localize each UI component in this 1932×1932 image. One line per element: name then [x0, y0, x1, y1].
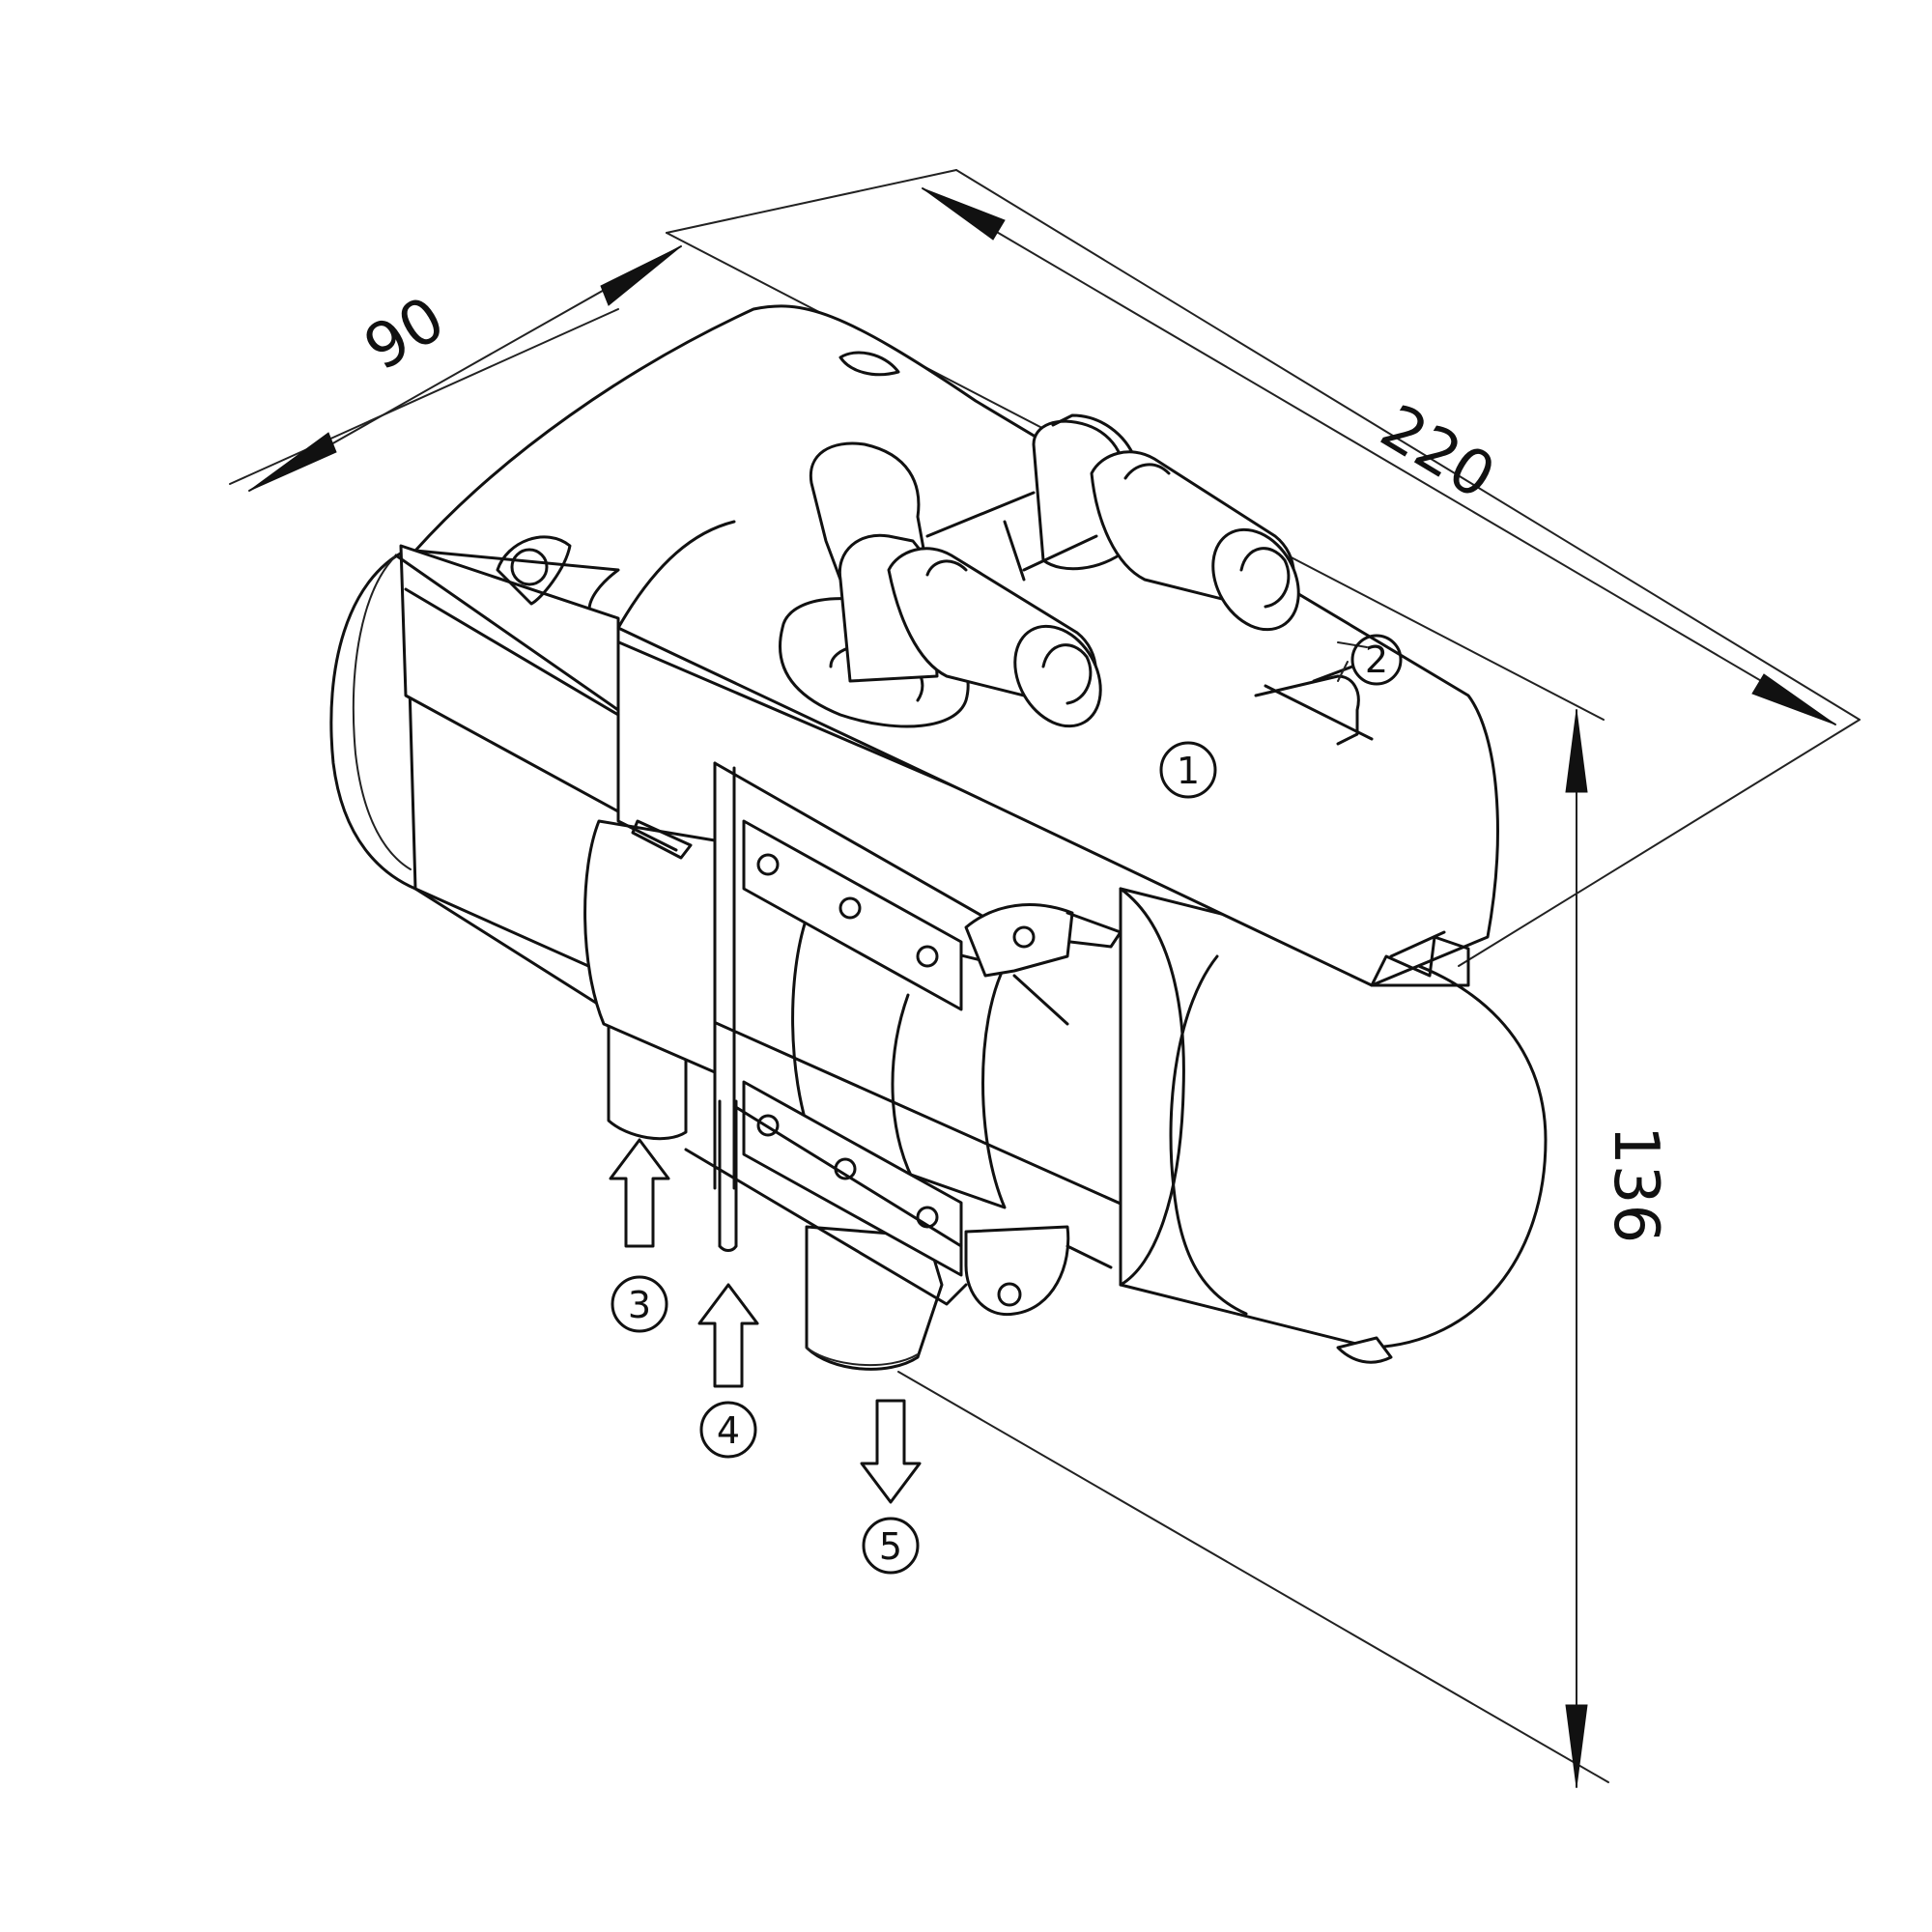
callout-5-circle: [862, 1517, 920, 1575]
arrow-up-fuel-4: [697, 1283, 759, 1388]
callout-2-number: 2: [1365, 639, 1388, 681]
dimension-height: 136: [897, 709, 1671, 1788]
callout-5-number: 5: [879, 1525, 902, 1568]
dimension-height-label: 136: [1600, 1125, 1671, 1243]
clamp-ear-lower: [964, 1225, 1070, 1317]
callout-3-circle: [611, 1275, 668, 1333]
arrow-up-inlet-3: [609, 1138, 670, 1248]
callout-1-number: 1: [1177, 750, 1200, 792]
heater-unit: [329, 304, 1548, 1371]
callout-1-circle: [1159, 741, 1217, 799]
callout-4-number: 4: [717, 1409, 740, 1452]
dimension-length-label: 220: [1369, 391, 1507, 513]
callout-3: 3: [609, 1138, 670, 1333]
callout-1: 1: [1159, 741, 1217, 799]
clamp-ear-upper: [964, 903, 1074, 978]
callout-5: 5: [860, 1399, 922, 1575]
arrow-down-exhaust-5: [860, 1399, 922, 1504]
mounting-bracket-upper: [742, 819, 963, 1011]
callout-2: 2: [1337, 634, 1403, 686]
callout-3-number: 3: [628, 1284, 651, 1326]
callout-4: 4: [697, 1283, 759, 1459]
callout-2-circle: [1350, 634, 1403, 686]
callout-4-circle: [699, 1401, 757, 1459]
dimension-width-label: 90: [353, 283, 457, 384]
